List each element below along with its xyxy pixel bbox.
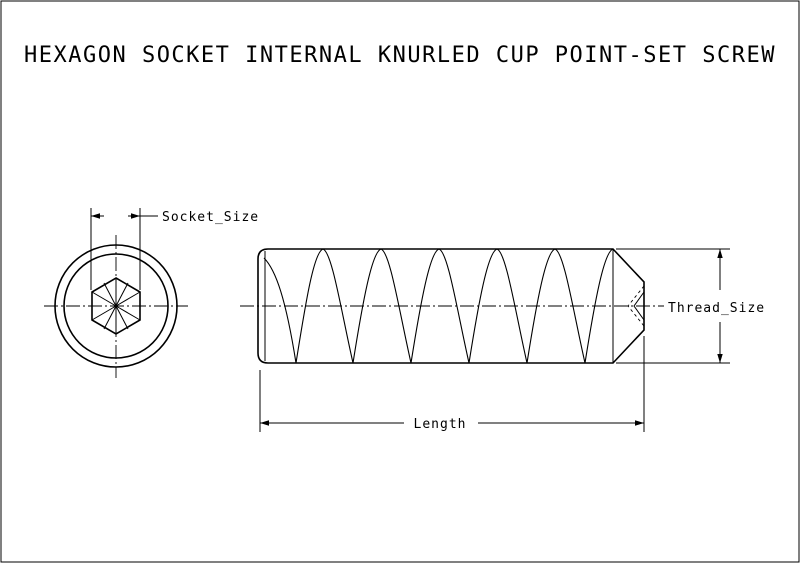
screw-body-outline bbox=[257, 248, 645, 364]
length-dimension bbox=[259, 336, 645, 432]
length-label: Length bbox=[414, 417, 467, 432]
end-view bbox=[44, 208, 188, 378]
thread-size-label: Thread_Size bbox=[668, 301, 765, 316]
drawing-title: HEXAGON SOCKET INTERNAL KNURLED CUP POIN… bbox=[24, 43, 776, 68]
socket-size-label: Socket_Size bbox=[162, 210, 259, 225]
thread-helix bbox=[263, 248, 614, 364]
cup-point-cone bbox=[633, 291, 645, 321]
side-view bbox=[240, 248, 664, 364]
thread-size-dimension bbox=[616, 248, 730, 364]
